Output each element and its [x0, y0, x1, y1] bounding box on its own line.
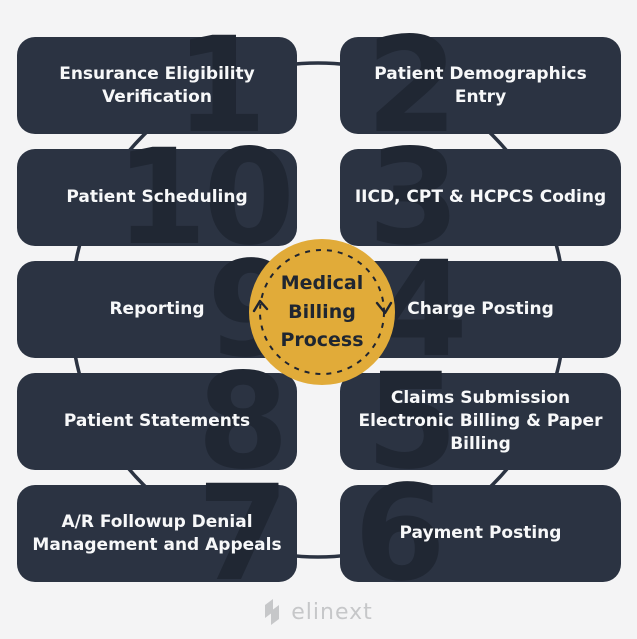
- brand-footer: elinext: [0, 597, 637, 627]
- step-label: Reporting: [109, 299, 205, 320]
- center-title: Medical Billing Process: [280, 272, 364, 352]
- center-badge: Medical Billing Process: [249, 239, 395, 385]
- step-label: IICD, CPT & HCPCS Coding: [354, 187, 607, 208]
- step-label: Payment Posting: [399, 523, 562, 544]
- brand-name: elinext: [291, 599, 373, 625]
- step-label: Patient Statements: [63, 411, 251, 432]
- step-label: Patient Scheduling: [66, 187, 248, 208]
- elinext-logo-icon: [265, 599, 280, 625]
- flow-down-arrow-icon: [375, 301, 393, 315]
- step-label: Patient Demographics Entry: [374, 63, 587, 107]
- step-label: Charge Posting: [407, 299, 554, 320]
- step-label: Claims Submission Electronic Billing & P…: [358, 388, 603, 454]
- step-label: A/R Followup Denial Management and Appea…: [32, 511, 282, 555]
- step-label: Ensurance Eligibility Verification: [59, 63, 255, 107]
